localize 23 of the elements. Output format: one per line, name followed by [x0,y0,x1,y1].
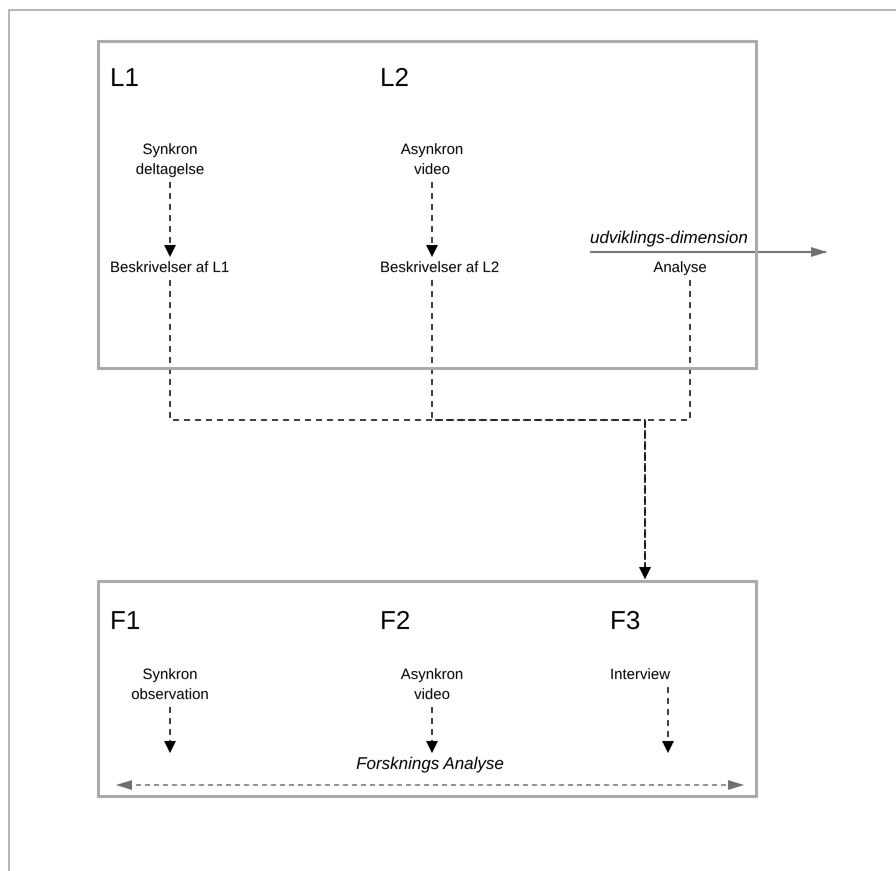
arrow [662,687,674,753]
step-label: Beskrivelser af L1 [110,258,245,278]
step-label: Beskrivelser af L2 [380,258,515,278]
arrow [639,280,691,579]
step-label: Interview [610,665,690,685]
column-heading: F2 [380,605,410,636]
step-label: Synkron deltagelse [115,140,225,180]
column-heading: F3 [610,605,640,636]
group-frame [97,40,758,370]
column-heading: L1 [110,62,139,93]
arrow [164,182,176,257]
step-label: Analyse [645,258,715,278]
column-heading: L2 [380,62,409,93]
arrow [164,707,176,753]
arrow [426,182,438,257]
arrow [426,707,438,753]
column-heading: F1 [110,605,140,636]
step-label: Synkron observation [115,665,225,705]
step-label: Asynkron video [392,665,472,705]
axis-label: udviklings-dimension [590,228,748,248]
step-label: Asynkron video [392,140,472,180]
group-frame [97,580,758,798]
step-label: Forsknings Analyse [355,754,505,774]
